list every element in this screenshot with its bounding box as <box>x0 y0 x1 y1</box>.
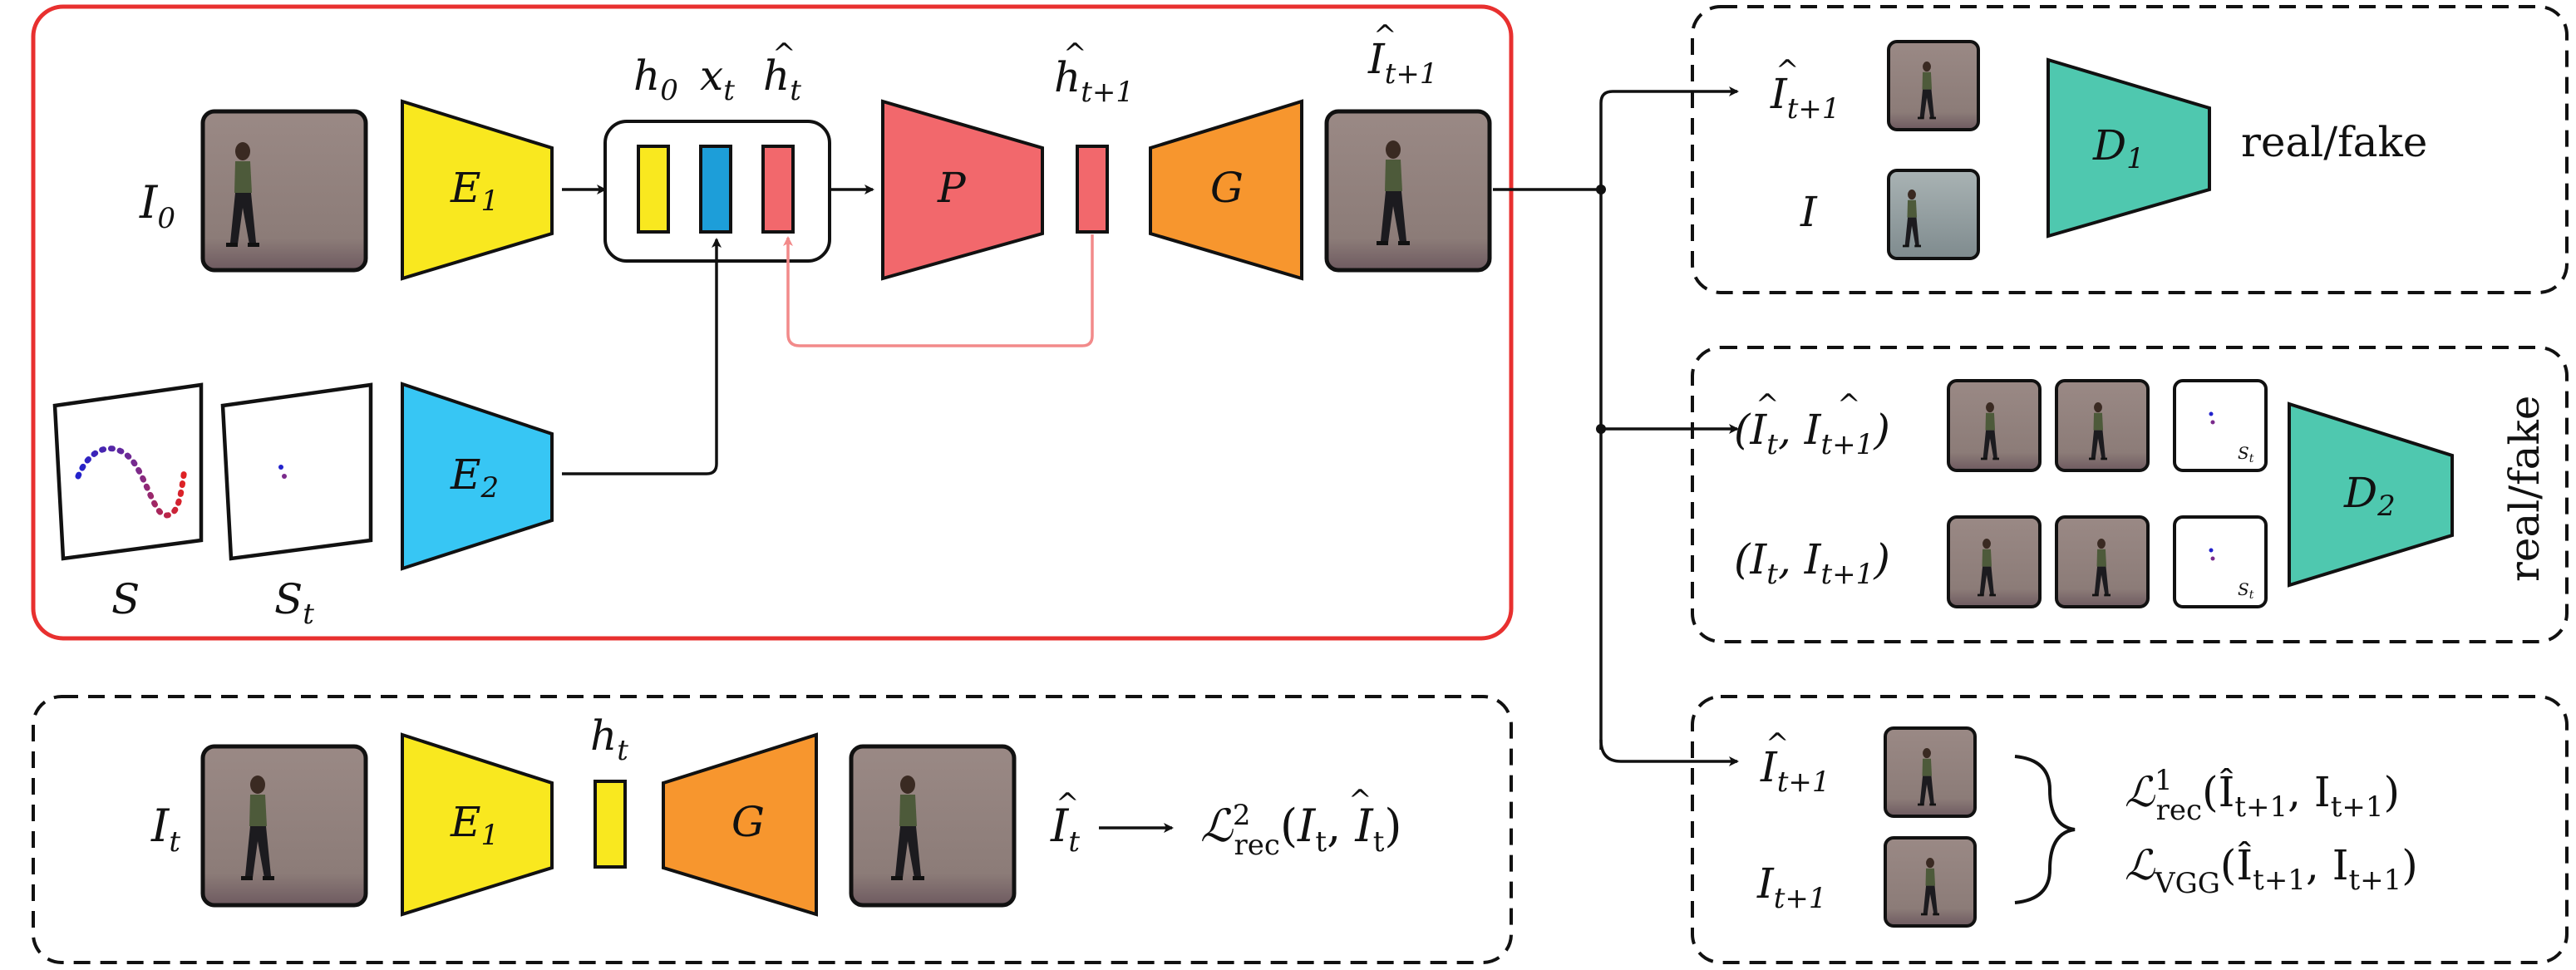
state-xt <box>699 145 732 234</box>
svg-text:St: St <box>2238 579 2254 602</box>
state-label-h0: h0 <box>633 52 678 107</box>
d1-top-label: It+1 <box>1770 70 1840 126</box>
recon-encoder-e1 <box>401 732 554 917</box>
d1-generated-image <box>1887 40 1980 131</box>
hat-recon-output: ^ <box>1056 787 1080 820</box>
d1-real-image <box>1887 169 1980 260</box>
output-frame-image <box>1324 109 1492 273</box>
trajectory-st-label: St <box>274 575 314 631</box>
encoder-e1 <box>401 99 554 281</box>
generator-label: G <box>1210 164 1244 212</box>
loss-bottom-label: It+1 <box>1756 859 1827 915</box>
arrow-to-loss <box>1599 739 1739 766</box>
loss-brace <box>2014 755 2076 904</box>
panel-d2 <box>1691 346 2569 643</box>
state-label-xt: xt <box>700 52 735 107</box>
trajectory-st-card <box>220 382 373 561</box>
d1-label: D1 <box>2092 121 2145 175</box>
state-label-ht1-hat: ht+1 <box>1054 53 1134 109</box>
d2-skeleton-top: St <box>2173 379 2268 472</box>
generator-pipeline-frame <box>31 4 1514 641</box>
input-frame-label: I0 <box>139 176 175 235</box>
panel-reconstruction <box>32 695 1513 964</box>
trajectory-curve <box>75 446 188 519</box>
recon-generator-label: G <box>731 798 765 846</box>
loss-top-label: It+1 <box>1760 743 1830 799</box>
feedback-arrow <box>783 234 1094 347</box>
trajectory-s-label: S <box>111 575 140 623</box>
discriminator-d1 <box>2047 57 2211 239</box>
arrow-e2-to-xt <box>562 238 722 475</box>
input-frame-image <box>200 109 368 273</box>
encoder-e2 <box>401 382 554 571</box>
hat-d1-top: ^ <box>1776 54 1800 87</box>
d1-bottom-label: I <box>1800 188 1818 236</box>
predictor-label: P <box>937 164 967 212</box>
d1-output-label: real/fake <box>2241 118 2427 166</box>
arrow-to-d1 <box>1599 86 1739 190</box>
loss-real-image <box>1884 836 1977 928</box>
hat-recon-loss-arg: ^ <box>1348 784 1372 817</box>
recon-state-ht <box>594 780 627 869</box>
d2-real-frame-t1 <box>2055 515 2150 608</box>
panel-d1 <box>1691 5 2569 294</box>
panel-loss <box>1691 695 2569 964</box>
recon-generator-g <box>662 732 818 917</box>
recon-input-label: It <box>150 800 180 859</box>
hat-output: ^ <box>1373 19 1397 52</box>
state-h0 <box>637 145 670 234</box>
hat-d2-a: ^ <box>1756 388 1780 421</box>
output-frame-label: It+1 <box>1367 35 1438 91</box>
d2-top-label: (It, It+1) <box>1734 406 1890 461</box>
d2-skeleton-bottom: St <box>2173 515 2268 608</box>
encoder-e1-label: E1 <box>450 164 499 218</box>
encoder-e2-label: E2 <box>450 451 499 505</box>
state-ht1-hat <box>1076 145 1109 234</box>
hat-d2-b: ^ <box>1837 388 1861 421</box>
d2-bottom-label: (It, It+1) <box>1734 535 1890 591</box>
recon-state-label: ht <box>590 711 628 767</box>
hat-ht: ^ <box>772 37 796 71</box>
loss-gen-image <box>1884 726 1977 818</box>
recon-output-label: It <box>1050 800 1080 859</box>
hat-ht1: ^ <box>1063 37 1087 71</box>
recon-input-image <box>200 744 368 908</box>
d2-real-frame-t <box>1947 515 2042 608</box>
recon-output-image <box>849 744 1017 908</box>
hat-loss-top: ^ <box>1766 727 1790 761</box>
trajectory-s-card <box>52 382 204 561</box>
d2-gen-frame-t <box>1947 379 2042 472</box>
d2-gen-frame-t1 <box>2055 379 2150 472</box>
loss-vgg: ℒVGG(Ît+1, It+1) <box>2125 840 2418 900</box>
state-label-ht-hat: ht <box>763 52 801 107</box>
state-ht-hat <box>761 145 795 234</box>
generator-g <box>1149 99 1303 281</box>
discriminator-d2 <box>2288 401 2454 588</box>
recon-encoder-label: E1 <box>450 798 499 852</box>
d2-output-label: real/fake <box>2500 396 2549 582</box>
svg-text:St: St <box>2238 443 2254 465</box>
d2-label: D2 <box>2343 469 2396 523</box>
predictor-p <box>881 99 1044 281</box>
